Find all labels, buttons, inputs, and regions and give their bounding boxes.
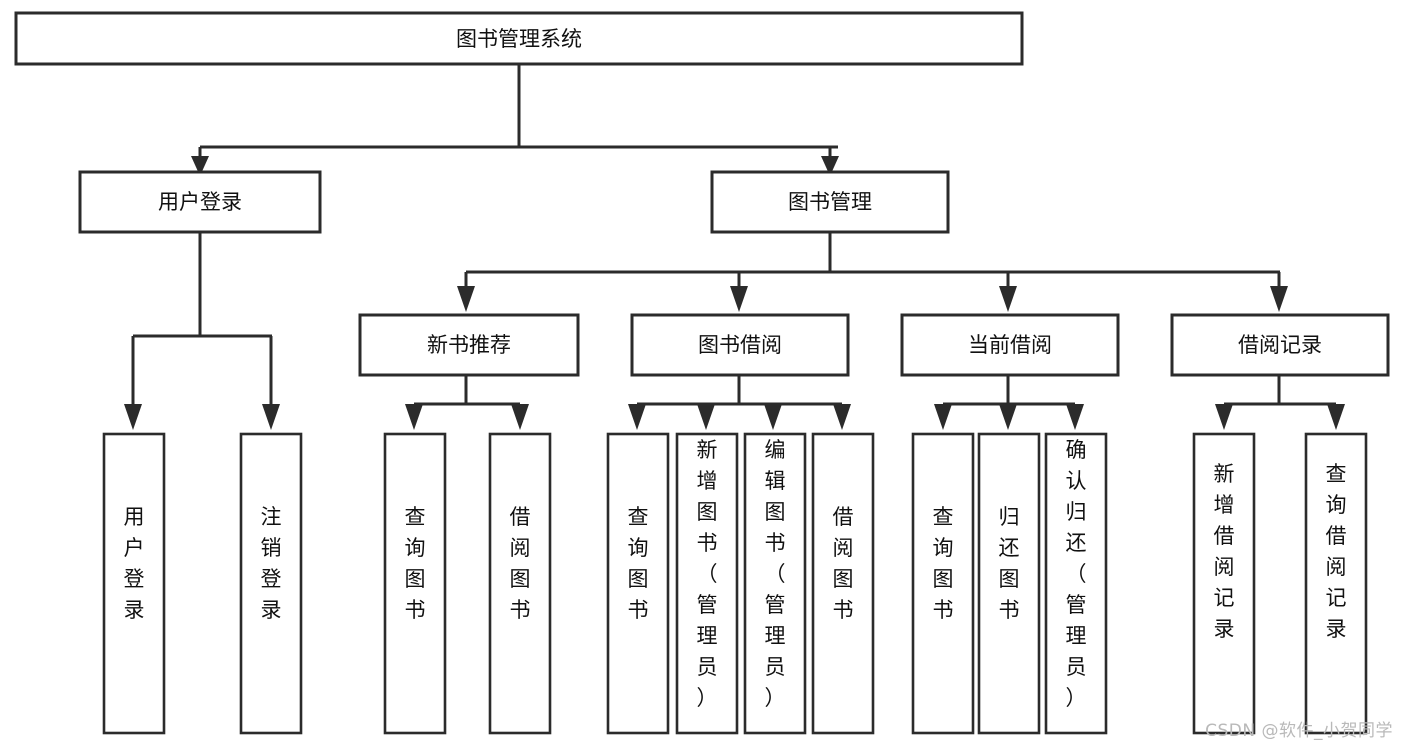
arrow-head-leaf-query-book-3	[934, 404, 952, 430]
node-user-login-box[interactable]	[78, 170, 322, 234]
node-borrow-record-label: 借阅记录	[1238, 333, 1322, 357]
node-leaf-add-book-box[interactable]	[675, 432, 739, 735]
node-root-box[interactable]	[14, 11, 1024, 66]
node-leaf-query-record[interactable]: 查询借阅记录	[1304, 432, 1368, 735]
arrow-head-book-manage	[821, 156, 839, 176]
node-new-book-rec-label: 新书推荐	[427, 333, 511, 357]
arrow-head-leaf-logout	[262, 404, 280, 430]
node-leaf-add-record-box[interactable]	[1192, 432, 1256, 735]
node-leaf-logout-label: 注销登录	[261, 505, 282, 622]
node-leaf-confirm-return-label: 确认归还（管理员）	[1066, 438, 1087, 710]
arrow-head-leaf-query-book-2	[628, 404, 646, 430]
node-leaf-borrow-book-1-label: 借阅图书	[510, 505, 531, 622]
node-book-borrow-label: 图书借阅	[698, 333, 782, 357]
arrow-head-leaf-edit-book	[764, 404, 782, 430]
node-leaf-query-book-1-label: 查询图书	[405, 505, 426, 622]
node-leaf-user-login-box[interactable]	[102, 432, 166, 735]
node-leaf-edit-book-box[interactable]	[743, 432, 807, 735]
node-borrow-record-box[interactable]	[1170, 313, 1390, 377]
node-user-login-label: 用户登录	[158, 190, 242, 214]
node-leaf-query-book-2-label: 查询图书	[628, 505, 649, 622]
node-leaf-borrow-book-1-box[interactable]	[488, 432, 552, 735]
arrow-head-leaf-add-record	[1215, 404, 1233, 430]
arrow-head-leaf-query-book-1	[405, 404, 423, 430]
node-leaf-confirm-return[interactable]: 确认归还（管理员）	[1044, 432, 1108, 735]
node-current-borrow-box[interactable]	[900, 313, 1120, 377]
node-user-login[interactable]: 用户登录	[78, 170, 322, 234]
arrow-head-leaf-confirm-return	[1066, 404, 1084, 430]
node-leaf-confirm-return-box[interactable]	[1044, 432, 1108, 735]
arrow-head-new-book-rec	[457, 286, 475, 312]
node-leaf-return-book-label: 归还图书	[999, 505, 1020, 622]
node-leaf-query-book-2[interactable]: 查询图书	[606, 432, 670, 735]
node-root-label: 图书管理系统	[456, 27, 582, 51]
node-leaf-return-book[interactable]: 归还图书	[977, 432, 1041, 735]
node-leaf-add-book[interactable]: 新增图书（管理员）	[675, 432, 739, 735]
arrow-head-current-borrow	[999, 286, 1017, 312]
node-leaf-query-book-3-box[interactable]	[911, 432, 975, 735]
arrow-head-book-borrow	[730, 286, 748, 312]
node-leaf-borrow-book-2-box[interactable]	[811, 432, 875, 735]
node-borrow-record[interactable]: 借阅记录	[1170, 313, 1390, 377]
node-book-borrow-box[interactable]	[630, 313, 850, 377]
node-book-manage-label: 图书管理	[788, 190, 872, 214]
arrow-head-user-login	[191, 156, 209, 176]
node-root[interactable]: 图书管理系统	[14, 11, 1024, 66]
node-leaf-user-login[interactable]: 用户登录	[102, 432, 166, 735]
node-current-borrow-label: 当前借阅	[968, 333, 1052, 357]
node-book-borrow[interactable]: 图书借阅	[630, 313, 850, 377]
arrow-head-borrow-record	[1270, 286, 1288, 312]
node-leaf-edit-book-label: 编辑图书（管理员）	[765, 438, 786, 710]
arrow-head-leaf-user-login	[124, 404, 142, 430]
node-current-borrow[interactable]: 当前借阅	[900, 313, 1120, 377]
node-leaf-query-record-label: 查询借阅记录	[1326, 462, 1347, 641]
node-leaf-borrow-book-1[interactable]: 借阅图书	[488, 432, 552, 735]
node-book-manage[interactable]: 图书管理	[710, 170, 950, 234]
arrow-head-leaf-return-book	[999, 404, 1017, 430]
node-book-manage-box[interactable]	[710, 170, 950, 234]
node-leaf-add-record-label: 新增借阅记录	[1214, 462, 1235, 641]
node-leaf-logout[interactable]: 注销登录	[239, 432, 303, 735]
node-leaf-return-book-box[interactable]	[977, 432, 1041, 735]
node-leaf-add-book-label: 新增图书（管理员）	[697, 438, 718, 710]
node-new-book-rec-box[interactable]	[358, 313, 580, 377]
node-leaf-query-book-3-label: 查询图书	[933, 505, 954, 622]
arrow-head-leaf-borrow-book-2	[833, 404, 851, 430]
node-leaf-query-book-1-box[interactable]	[383, 432, 447, 735]
arrow-head-leaf-add-book	[697, 404, 715, 430]
node-leaf-add-record[interactable]: 新增借阅记录	[1192, 432, 1256, 735]
arrow-head-leaf-query-record	[1327, 404, 1345, 430]
node-leaf-borrow-book-2[interactable]: 借阅图书	[811, 432, 875, 735]
node-leaf-logout-box[interactable]	[239, 432, 303, 735]
node-leaf-query-book-1[interactable]: 查询图书	[383, 432, 447, 735]
edge-group	[124, 64, 1345, 430]
node-leaf-edit-book[interactable]: 编辑图书（管理员）	[743, 432, 807, 735]
node-leaf-query-book-3[interactable]: 查询图书	[911, 432, 975, 735]
node-leaf-query-record-box[interactable]	[1304, 432, 1368, 735]
arrow-head-leaf-borrow-book-1	[511, 404, 529, 430]
node-leaf-borrow-book-2-label: 借阅图书	[833, 505, 854, 622]
node-leaf-query-book-2-box[interactable]	[606, 432, 670, 735]
node-leaf-user-login-label: 用户登录	[124, 505, 145, 622]
node-new-book-rec[interactable]: 新书推荐	[358, 313, 580, 377]
